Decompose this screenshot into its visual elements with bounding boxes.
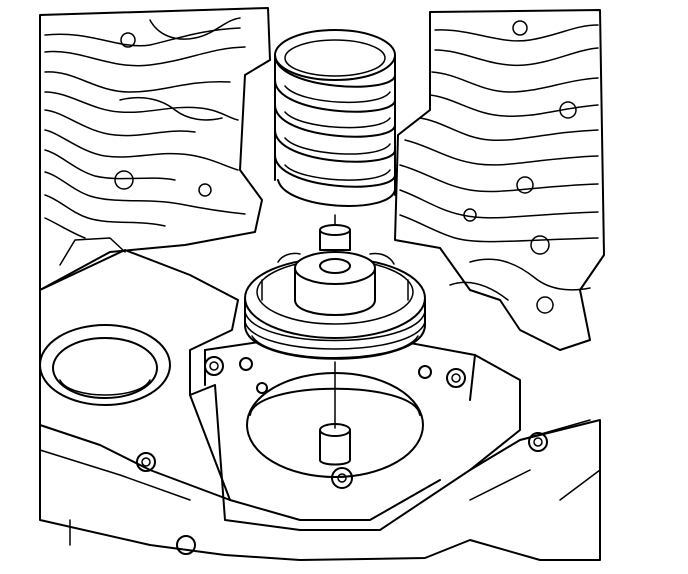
counterbore-left [39,324,171,406]
guide-pin [319,423,351,466]
bolt-holes [136,356,548,555]
channel-plate [39,7,605,351]
accumulator-piston [244,224,426,360]
coil-spring [274,29,396,207]
